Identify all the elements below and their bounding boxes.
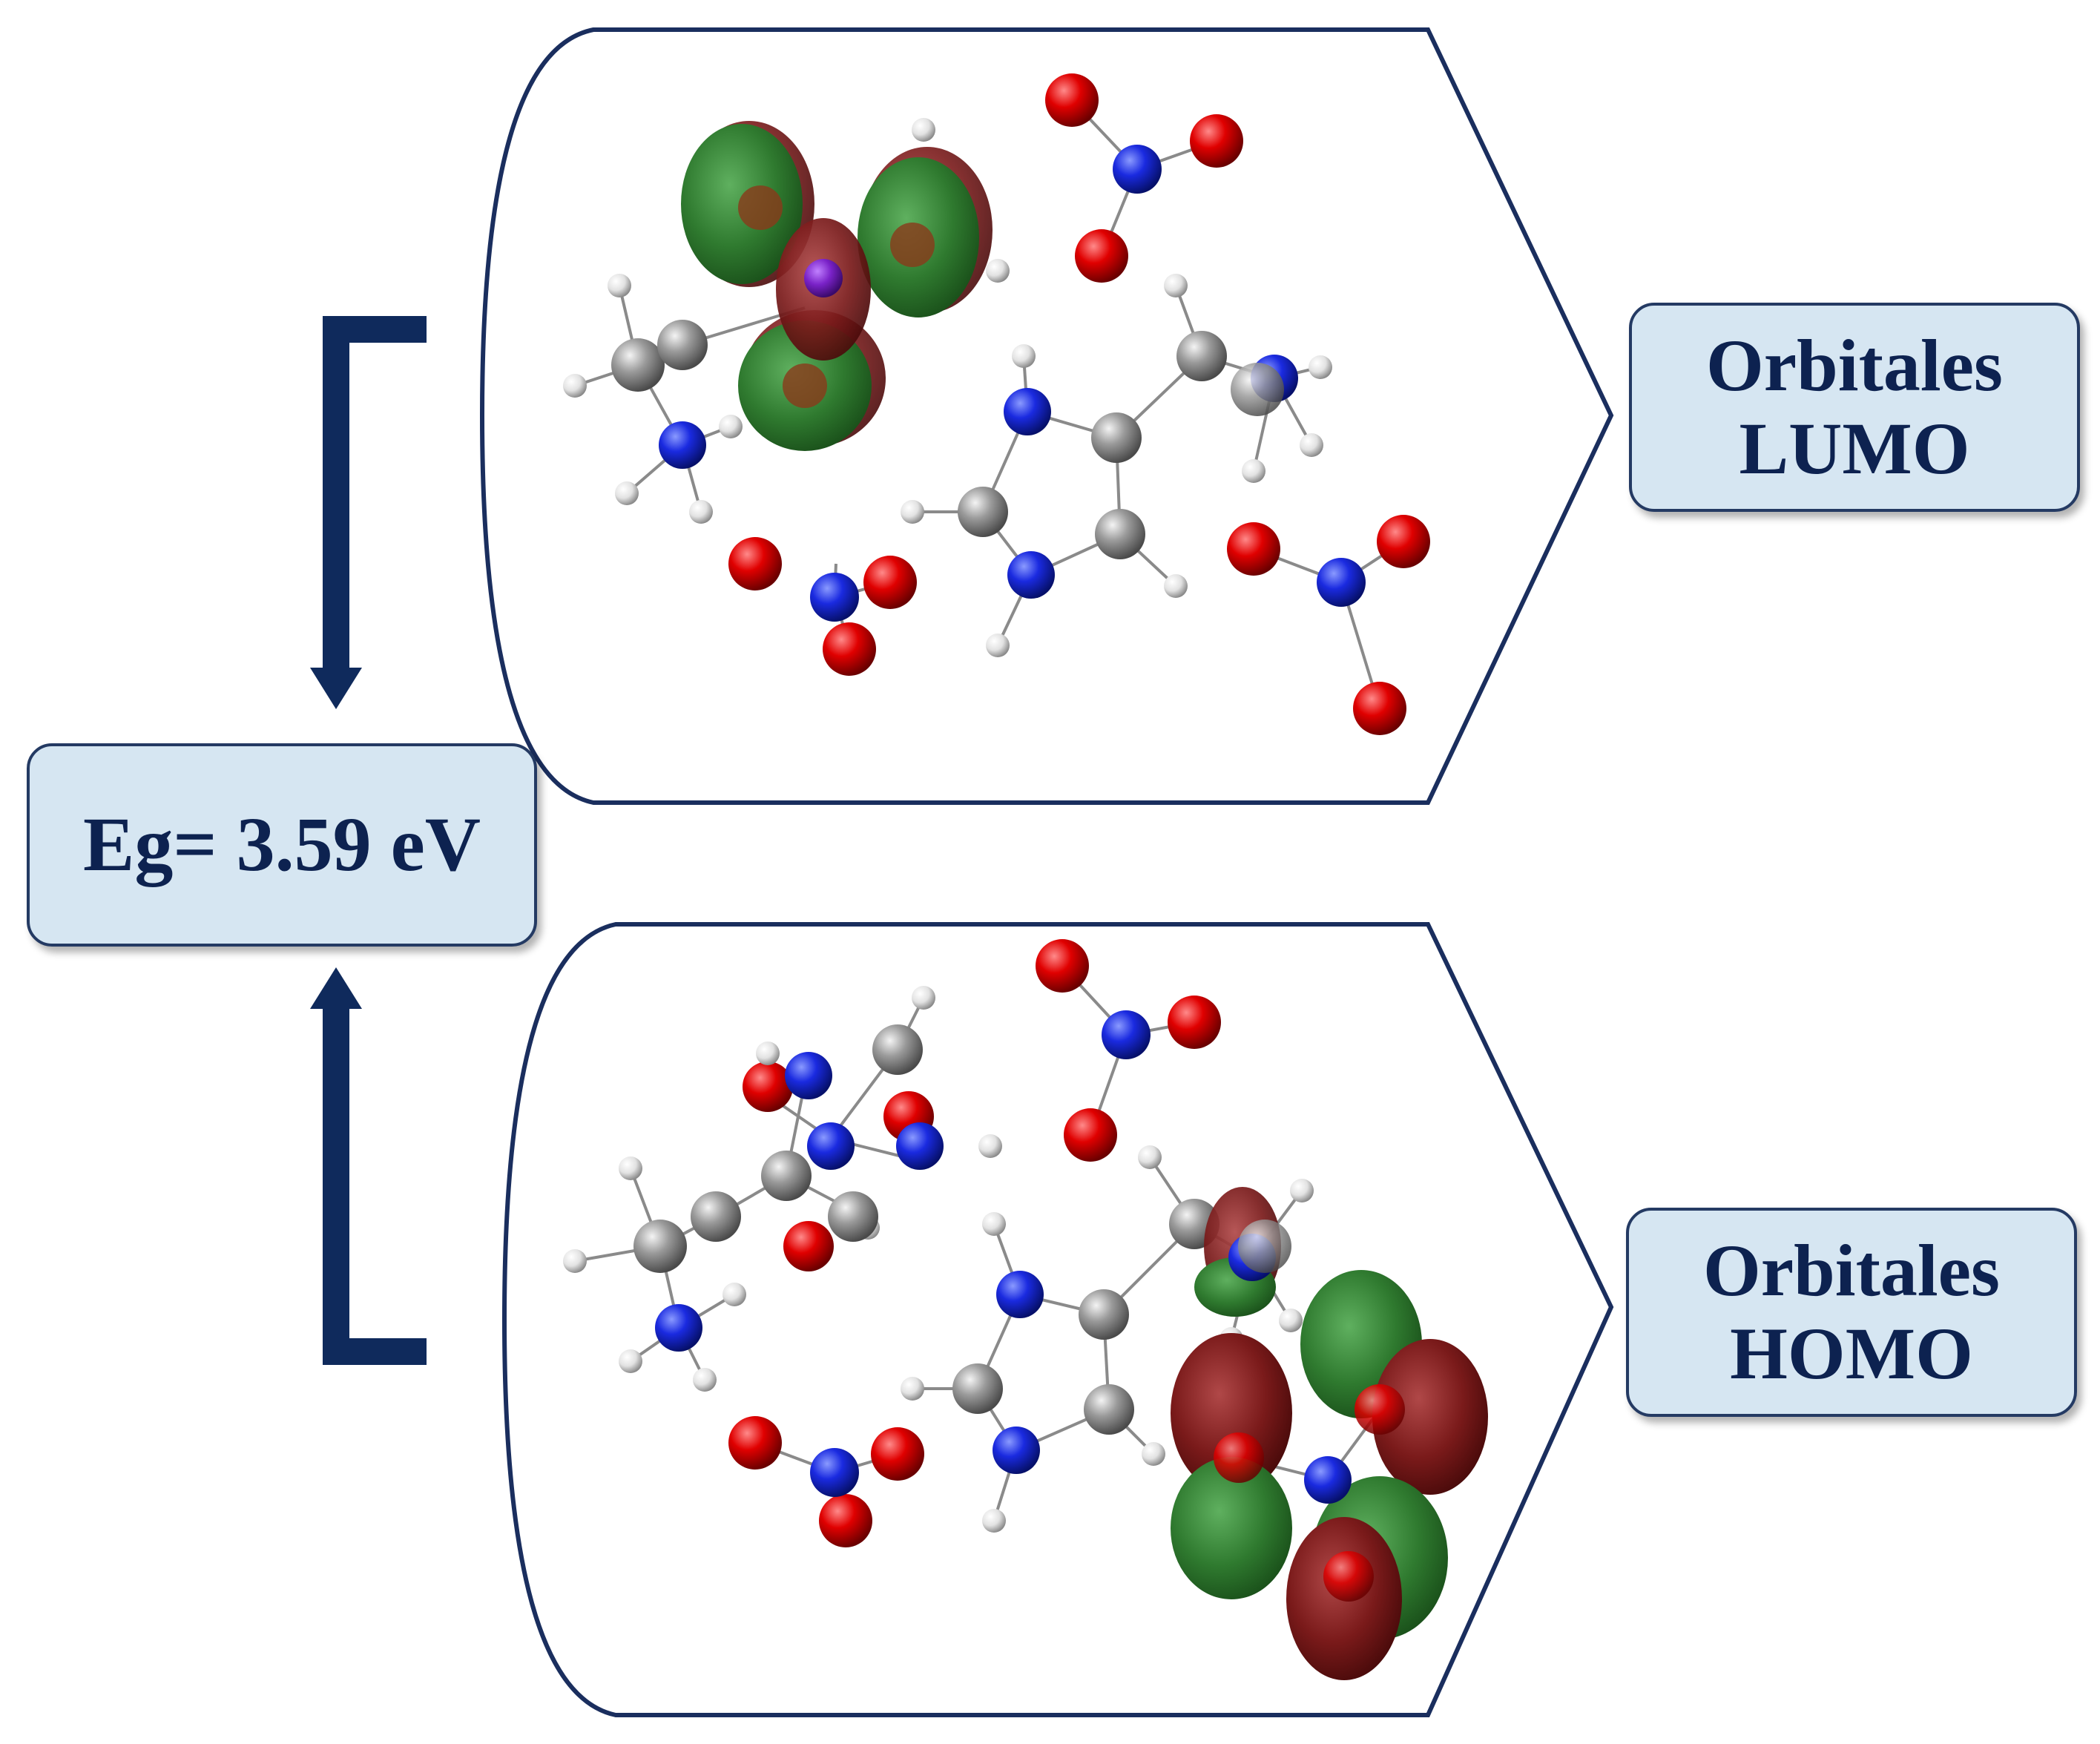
lumo-orbital-lobes (681, 118, 1010, 451)
lumo-label-line1: Orbitales (1706, 324, 2003, 407)
lumo-label-line2: LUMO (1739, 407, 1970, 490)
lumo-nitrate-right (1227, 515, 1430, 735)
lumo-imidazole (901, 274, 1332, 657)
homo-nitrate-top (1036, 939, 1221, 1162)
homo-label-line1: Orbitales (1703, 1229, 2000, 1312)
homo-nitrate-left (728, 1416, 924, 1547)
lumo-molecule-image (563, 73, 1430, 735)
homo-orbital-lobes (1171, 1179, 1488, 1680)
down-arrow (310, 316, 427, 709)
lumo-nitrate-left (728, 537, 917, 676)
homo-ethylammonium (563, 1156, 746, 1392)
lumo-nitrate-top (1045, 73, 1243, 283)
lumo-label: Orbitales LUMO (1629, 303, 2080, 512)
homo-imidazole-left (743, 986, 1002, 1271)
homo-label-line2: HOMO (1730, 1312, 1973, 1395)
energy-gap-text: Eg= 3.59 eV (83, 801, 481, 887)
energy-gap-label: Eg= 3.59 eV (27, 743, 537, 947)
lumo-ethylammonium (563, 274, 743, 524)
up-arrow (310, 967, 427, 1365)
homo-label: Orbitales HOMO (1626, 1208, 2077, 1417)
homo-molecule-image (563, 939, 1488, 1680)
